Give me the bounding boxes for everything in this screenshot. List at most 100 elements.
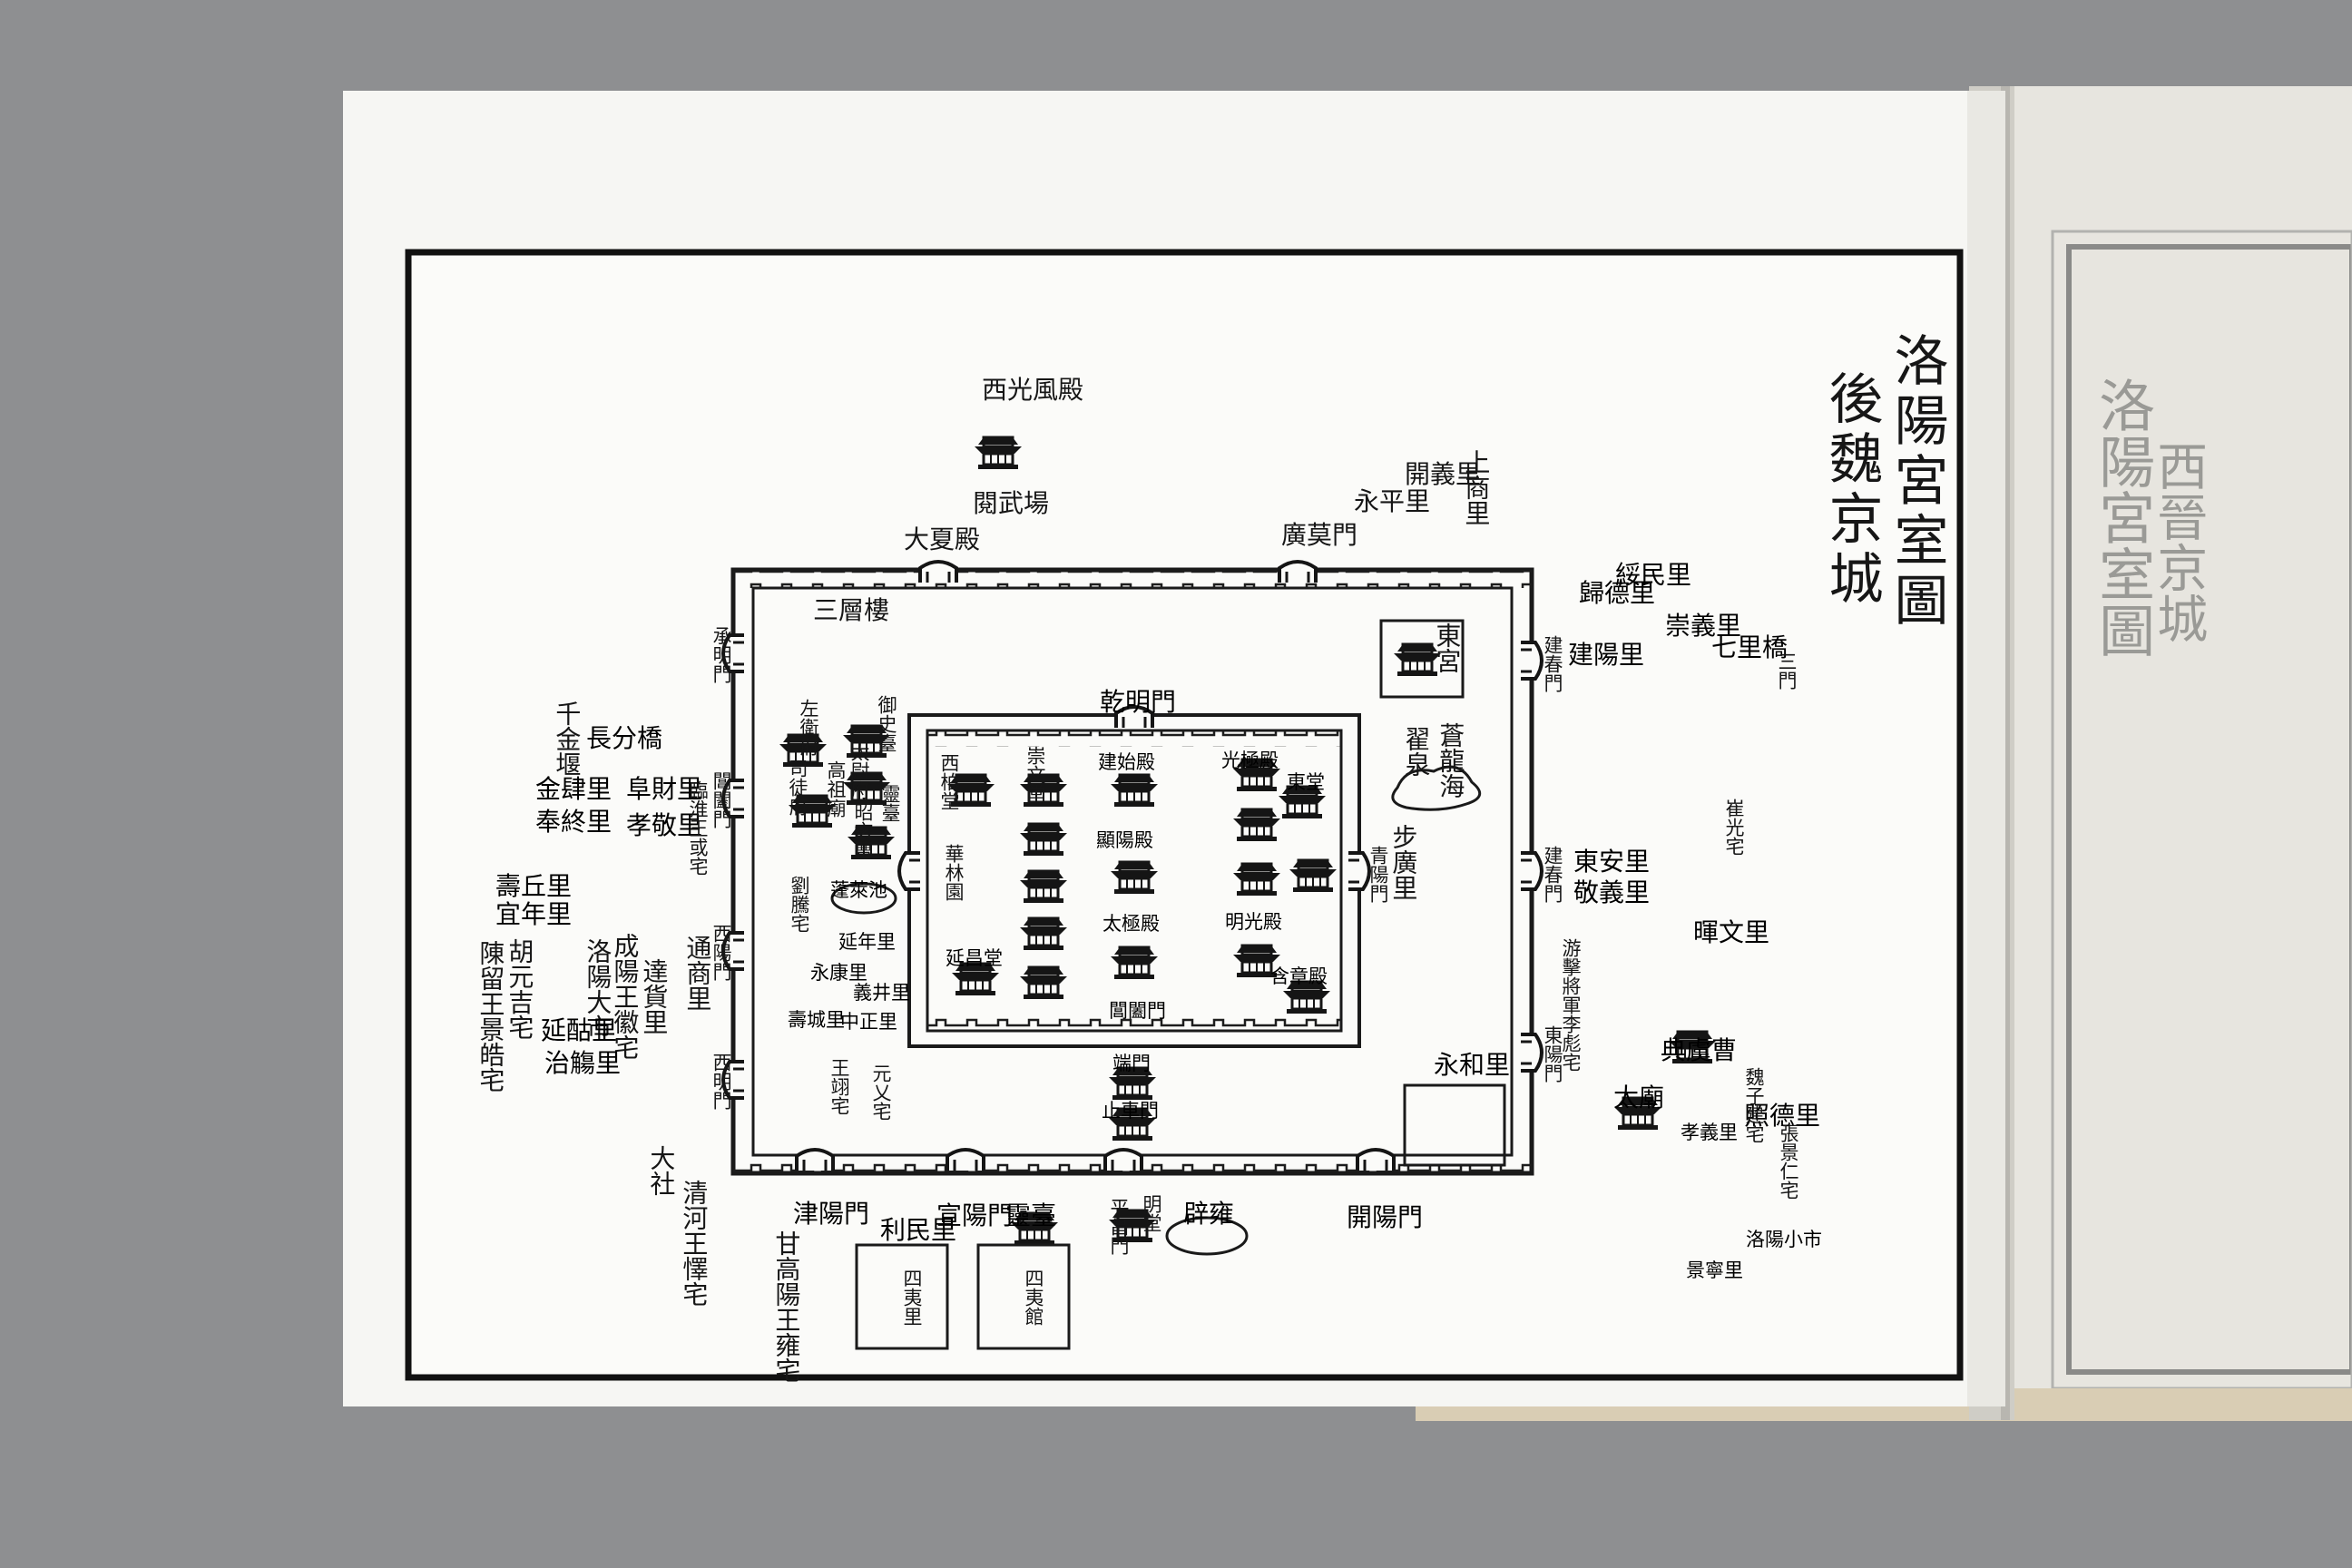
label-hanzhang: 含章殿: [1270, 965, 1328, 987]
label-yongkang: 永康里: [810, 962, 867, 984]
title-line1: 洛陽宮室圖: [1885, 332, 1948, 632]
label-tongshang: 通商里: [682, 935, 713, 1011]
label-yushi: 御史臺: [876, 695, 898, 752]
label-xiaojing: 孝敬里: [626, 810, 703, 840]
label-situ: 司徒府: [787, 759, 809, 816]
label-linhuai: 臨淮王或宅: [687, 780, 710, 876]
label-kaiyang: 開陽門: [1347, 1202, 1424, 1232]
label-huiwen: 暉文里: [1693, 917, 1770, 947]
label-canglong: 蒼龍海: [1436, 722, 1466, 799]
label-yuanyi: 元乂宅: [870, 1063, 893, 1121]
label-kaiyi: 開義里: [1405, 459, 1482, 489]
label-dahuo: 達貨里: [639, 958, 670, 1034]
label-fengzhong: 奉終里: [535, 807, 612, 837]
label-weizijian: 魏子建宅: [1743, 1067, 1766, 1143]
label-youji: 游擊將軍李彪宅: [1560, 938, 1583, 1072]
label-daxia: 大夏殿: [904, 524, 981, 554]
label-duanmen: 端門: [1112, 1053, 1151, 1074]
label-jianchunmen: 建春門: [1542, 635, 1564, 692]
label-siyi-li: 四夷里: [901, 1269, 924, 1326]
boxed-areas: [855, 619, 1506, 1350]
label-gate-w2: 閶闔門: [710, 771, 733, 828]
label-cuiguang: 崔光宅: [1723, 799, 1746, 856]
label-sanglou: 三層樓: [813, 595, 890, 625]
label-gaozumiao: 高祖廟: [825, 760, 848, 818]
label-xiaoyi: 孝義里: [1681, 1122, 1738, 1143]
label-shoucheng: 壽城里: [788, 1009, 845, 1031]
label-gate-w4: 西明門: [710, 1053, 733, 1110]
label-wenchang: 閶闔門: [1109, 1000, 1166, 1022]
label-jingyi: 敬義里: [1573, 877, 1651, 907]
label-chongwen: 崇文堂: [1024, 746, 1047, 803]
label-gate-w3: 西陽門: [710, 924, 733, 981]
label-fucai: 阜財里: [626, 774, 703, 804]
ponds: [830, 765, 1482, 1256]
right-page: [2005, 86, 2352, 1393]
label-dashi: 洛陽大市: [583, 938, 613, 1040]
label-shangshang: 上商里: [1461, 449, 1492, 525]
label-xuanwu: 閱武場: [973, 488, 1050, 518]
map-frame: [405, 249, 1964, 1381]
label-dongtang: 東堂: [1287, 771, 1325, 793]
label-yijing: 義井里: [853, 982, 910, 1004]
label-changfen: 長分橋: [586, 723, 663, 753]
right-title: 洛陽宮室圖: [2089, 377, 2156, 658]
label-limin: 利民里: [880, 1215, 957, 1245]
label-siyi-guan: 四夷館: [1023, 1269, 1045, 1326]
label-xiaoshi: 洛陽小市: [1746, 1229, 1822, 1250]
label-guangji: 光極殿: [1221, 750, 1279, 771]
label-gaoyang: 甘高陽王雍宅: [771, 1230, 802, 1383]
label-guangming: 明光殿: [1225, 911, 1282, 933]
label-yanqu: 延酤里: [541, 1015, 618, 1045]
label-dongan: 東安里: [1573, 847, 1651, 877]
label-shouqiu: 壽丘里: [495, 871, 573, 901]
label-zhishang: 治觴里: [544, 1048, 622, 1078]
title-line2: 後魏京城: [1819, 370, 1883, 610]
label-mingtang: 明堂: [1141, 1194, 1163, 1232]
label-chongyi: 崇義里: [1665, 611, 1742, 641]
label-jianyang: 建陽里: [1568, 640, 1645, 670]
label-yinian: 宜年里: [495, 899, 573, 929]
label-wangyi: 王翊宅: [828, 1058, 851, 1115]
label-chenliu: 陳留王景皓宅: [475, 940, 506, 1093]
label-jinyang: 津陽門: [793, 1199, 870, 1229]
label-sanmen: 三門: [1776, 652, 1798, 690]
label-xianyang: 顯陽殿: [1096, 829, 1153, 851]
label-xuanyang: 宣陽門: [936, 1200, 1014, 1230]
label-dianyu: 典虞曹: [1661, 1035, 1738, 1065]
label-huyuanji: 胡元吉宅: [505, 938, 535, 1040]
label-zhongzheng: 中正里: [840, 1011, 897, 1033]
label-gate-w1: 承明門: [710, 626, 733, 683]
label-yannian: 延年里: [838, 931, 896, 953]
label-taiwei: 太尉府: [848, 742, 871, 799]
label-gate-e1: 建春門: [1542, 846, 1564, 903]
label-hualin: 華林園: [943, 844, 965, 901]
label-lingtai-south: 靈臺: [1005, 1200, 1057, 1230]
label-lingtai: 靈臺: [879, 784, 902, 822]
label-qinghe: 清河王懌宅: [679, 1180, 710, 1307]
label-jinsi: 金肆里: [535, 774, 612, 804]
label-gate-e3: 青陽門: [1367, 846, 1390, 903]
right-subtitle: 西晉京城: [2148, 440, 2208, 643]
label-yanchang: 延昌堂: [946, 947, 1003, 969]
label-jianshi: 建始殿: [1098, 751, 1155, 773]
label-zhangjingren: 張景仁宅: [1778, 1123, 1800, 1200]
label-donggong: 東宮: [1432, 622, 1463, 673]
label-taiji: 太極殿: [1102, 913, 1160, 935]
label-qili: 七里橋: [1711, 632, 1788, 662]
label-taimiao: 太廟: [1613, 1083, 1665, 1112]
label-qianming: 乾明門: [1100, 687, 1177, 717]
label-gate-e2: 東陽門: [1542, 1025, 1564, 1083]
label-zhiche: 止車門: [1102, 1100, 1159, 1122]
label-yongping: 永平里: [1354, 486, 1431, 516]
label-penglai: 蓬萊池: [830, 879, 887, 901]
label-pingchang: 平昌門: [1108, 1198, 1131, 1255]
label-guide: 歸德里: [1579, 578, 1656, 608]
label-suimin: 綏民里: [1615, 560, 1692, 590]
label-dashe: 大社: [646, 1145, 677, 1196]
label-zhaode: 照德里: [1744, 1101, 1821, 1131]
label-zhaoxuan: 昭玄曹: [852, 802, 875, 859]
label-diquan: 翟泉: [1401, 726, 1432, 777]
label-yonghe: 永和里: [1434, 1050, 1511, 1080]
label-chengyang: 成陽王徽宅: [610, 933, 641, 1060]
